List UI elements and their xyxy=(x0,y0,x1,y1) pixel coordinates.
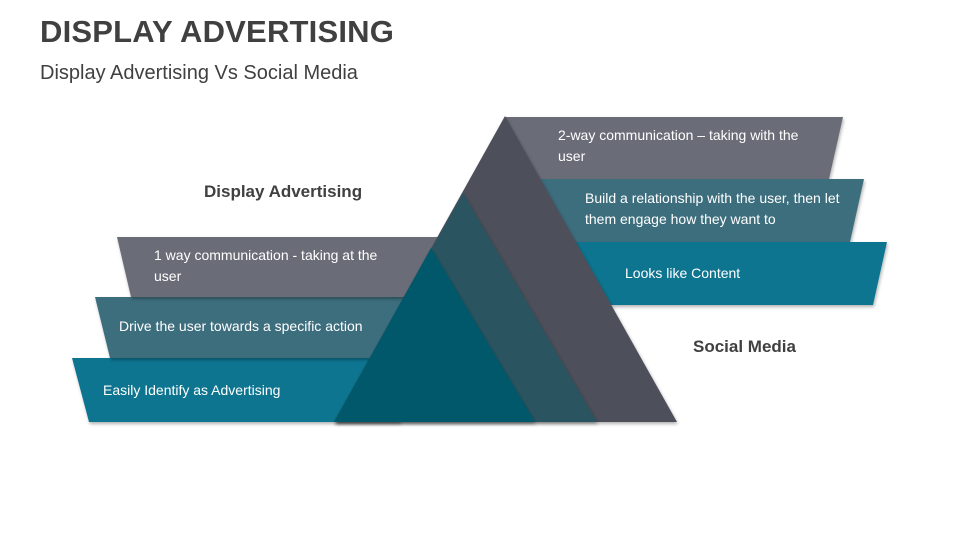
right-item-3-text: Looks like Content xyxy=(625,265,741,281)
right-band-2 xyxy=(540,179,864,242)
right-band-3 xyxy=(575,242,887,305)
left-heading: Display Advertising xyxy=(204,182,363,201)
page-subtitle: Display Advertising Vs Social Media xyxy=(40,62,358,84)
left-item-1-text: 1 way communication - taking at the user xyxy=(154,247,378,284)
pyramid-front-layer xyxy=(334,248,535,422)
left-band-2 xyxy=(95,297,420,358)
right-heading: Social Media xyxy=(693,337,796,356)
left-band-3 xyxy=(72,358,400,422)
right-item-2-text: Build a relationship with the user, then… xyxy=(585,190,840,227)
right-item-1-text: 2-way communication – taking with the us… xyxy=(558,127,799,164)
left-item-3-text: Easily Identify as Advertising xyxy=(103,382,281,398)
left-item-2-text: Drive the user towards a specific action xyxy=(119,318,363,334)
right-band-1 xyxy=(505,117,843,179)
page-title: DISPLAY ADVERTISING xyxy=(40,14,395,49)
left-band-1 xyxy=(117,237,440,297)
